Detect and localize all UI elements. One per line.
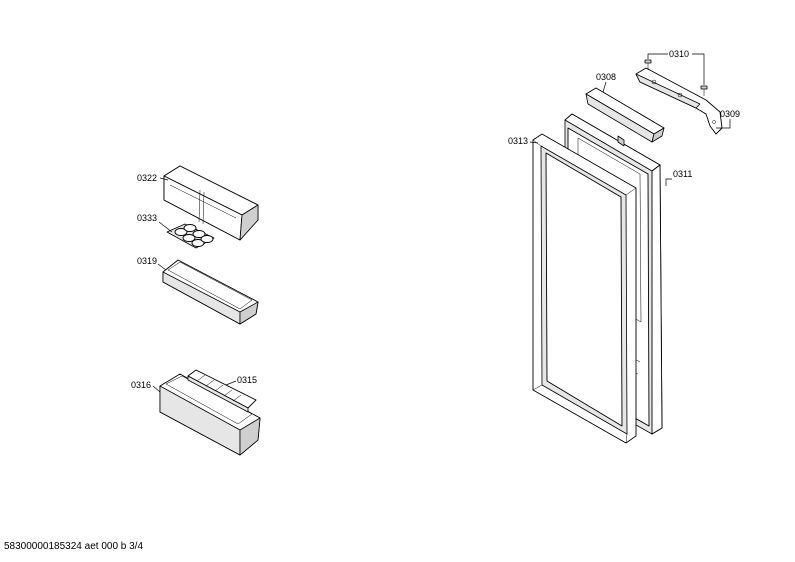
label-0309: 0309 <box>720 109 740 119</box>
part-0316-bottle-shelf <box>159 373 261 456</box>
label-0308: 0308 <box>596 72 616 82</box>
callout-0311: 0311 <box>665 169 692 186</box>
part-0309-hinge-bracket <box>635 67 723 135</box>
callout-0308: 0308 <box>596 72 616 93</box>
callout-0322: 0322 <box>137 173 169 183</box>
callout-0319: 0319 <box>137 256 167 271</box>
label-0319: 0319 <box>137 256 157 266</box>
callout-0333: 0333 <box>137 213 173 233</box>
label-0322: 0322 <box>137 173 157 183</box>
callout-0310: 0310 <box>647 49 705 85</box>
callout-0315: 0315 <box>225 375 257 386</box>
callout-0316: 0316 <box>131 380 161 393</box>
label-0333: 0333 <box>137 213 157 223</box>
part-0308-top-cover <box>585 87 665 143</box>
part-0315-bottle-divider <box>187 369 257 413</box>
document-id-footer: 58300000185324 aet 000 b 3/4 <box>4 541 144 552</box>
label-0310: 0310 <box>669 49 689 59</box>
callout-0309: 0309 <box>716 109 740 129</box>
label-0311: 0311 <box>673 169 692 179</box>
part-0322-butter-compartment <box>163 165 259 241</box>
part-0313-door-gasket <box>532 133 637 444</box>
callout-0313: 0313 <box>508 136 539 146</box>
part-0310-screws <box>644 59 708 96</box>
label-0316: 0316 <box>131 380 151 390</box>
part-0333-egg-tray <box>166 223 215 249</box>
label-0315: 0315 <box>237 375 257 385</box>
label-0313: 0313 <box>508 136 528 146</box>
part-0319-door-shelf <box>162 259 259 325</box>
